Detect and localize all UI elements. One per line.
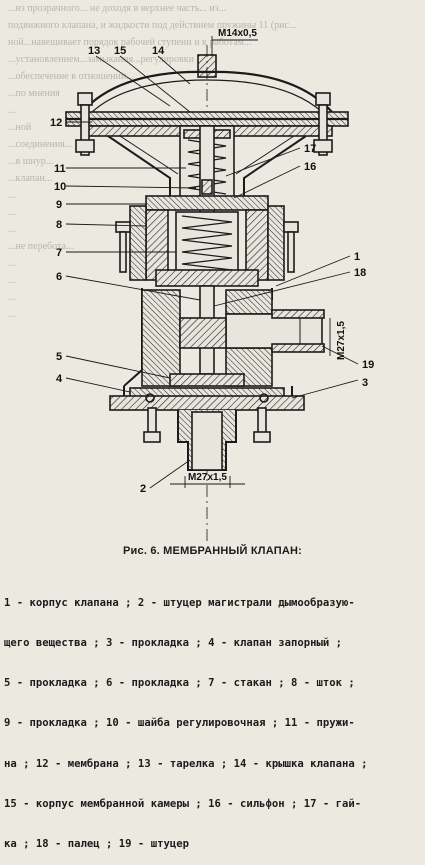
faint-text-line: ... xyxy=(8,275,16,286)
callout-6: 6 xyxy=(56,271,62,283)
faint-text-line: ...обеспечение в отношении... xyxy=(8,71,134,82)
faint-text-line: ... xyxy=(8,292,16,303)
callout-2: 2 xyxy=(140,483,146,495)
legend-line: 1 - корпус клапана ; 2 - штуцер магистра… xyxy=(4,596,355,609)
figure-caption: Рис. 6. МЕМБРАННЫЙ КЛАПАН: xyxy=(123,545,302,557)
faint-text-line: ... xyxy=(8,190,16,201)
callout-11: 11 xyxy=(54,163,66,175)
faint-text-line: ... xyxy=(8,105,16,116)
faint-text-line: ...в шнур... xyxy=(8,156,54,167)
callout-4: 4 xyxy=(56,373,63,385)
faint-text-line: ...из прозрачного... не доходя в верхнее… xyxy=(8,3,227,14)
dimension-top: M14x0,5 xyxy=(218,28,257,39)
callout-1: 1 xyxy=(354,251,360,263)
callout-17: 17 xyxy=(304,143,316,155)
legend-line: 9 - прокладка ; 10 - шайба регулировочна… xyxy=(4,717,355,730)
dimension-bottom: M27x1,5 xyxy=(188,472,227,483)
callout-10: 10 xyxy=(54,181,66,193)
callout-7: 7 xyxy=(56,247,62,259)
callout-18: 18 xyxy=(354,267,366,279)
faint-text-line: ... xyxy=(8,258,16,269)
callout-12: 12 xyxy=(50,117,62,129)
callout-19: 19 xyxy=(362,359,374,371)
figure-legend: 1 - корпус клапана ; 2 - штуцер магистра… xyxy=(4,570,422,865)
legend-line: ка ; 18 - палец ; 19 - штуцер xyxy=(4,838,189,851)
faint-text-line: ...по мнения xyxy=(8,88,60,99)
legend-line: 5 - прокладка ; 6 - прокладка ; 7 - стак… xyxy=(4,677,355,690)
faint-text-line: ...соединения... xyxy=(8,139,73,150)
callout-15: 15 xyxy=(114,45,126,57)
membrane-valve-drawing: M14x0,5 M27x1,5 M27x1,5 13 15 14 12 17 1… xyxy=(50,28,374,545)
callout-9: 9 xyxy=(56,199,62,211)
callout-13: 13 xyxy=(88,45,100,57)
faint-text-line: ...клапан... xyxy=(8,173,53,184)
faint-text-line: ... xyxy=(8,207,16,218)
callout-8: 8 xyxy=(56,219,62,231)
callout-5: 5 xyxy=(56,351,62,363)
callout-3: 3 xyxy=(362,377,368,389)
dimension-side: M27x1,5 xyxy=(336,321,347,360)
faint-text-line: ...не перебота... xyxy=(8,241,74,252)
faint-text-line: ной...навешивает порядок рабочей ступени… xyxy=(8,37,252,48)
faint-text-line: подвижного клапана, и жидкости под дейст… xyxy=(8,20,297,31)
callout-14: 14 xyxy=(152,45,165,57)
legend-line: щего вещества ; 3 - прокладка ; 4 - клап… xyxy=(4,637,343,650)
faint-text-line: ... xyxy=(8,224,16,235)
legend-line: 15 - корпус мембранной камеры ; 16 - сил… xyxy=(4,797,362,810)
faint-text-line: ...ной xyxy=(8,122,32,133)
legend-line: на ; 12 - мембрана ; 13 - тарелка ; 14 -… xyxy=(4,757,368,770)
callout-16: 16 xyxy=(304,161,316,173)
faint-text-line: ... xyxy=(8,309,16,320)
